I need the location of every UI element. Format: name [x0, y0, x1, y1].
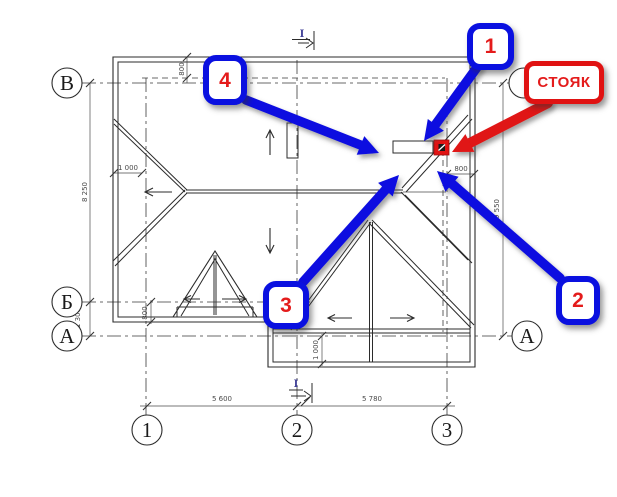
dimension-labels: 8 250 1 300 800 1 000 800 800 9 550 1 00… [74, 62, 501, 403]
slope-arrows [143, 128, 416, 322]
axis-label-3: 3 [442, 418, 453, 442]
callout-box-2: 2 [556, 276, 600, 325]
callout-label-1: 1 [484, 35, 497, 58]
dim-extension-overhang: 1 000 [312, 340, 320, 360]
section-mark-bottom-label: I [294, 379, 299, 390]
callout-2-arrow [437, 171, 565, 283]
axis-labels: В Б А А 1 2 3 [59, 71, 535, 442]
axis-circle-2 [281, 414, 313, 446]
dormer [172, 249, 258, 318]
axis-grid-lines [82, 60, 512, 415]
dim-bottom-left-overhang: 800 [141, 306, 149, 319]
axis-circle-3 [431, 414, 463, 446]
axis-circle-B [51, 286, 83, 318]
dim-right-overhang: 800 [454, 165, 467, 173]
callout-box-4: 4 [203, 55, 247, 105]
dim-span-1-2: 5 600 [212, 395, 232, 403]
axis-circle-A-left [51, 320, 83, 352]
gable-center-line [369, 222, 373, 362]
callout-3-arrow [298, 175, 399, 287]
axis-label-V: В [60, 71, 74, 95]
stoyak-marker [433, 139, 450, 156]
section-mark-bottom: I [289, 379, 313, 407]
dim-span-2-3: 5 780 [362, 395, 382, 403]
dim-left-overhang: 1 000 [118, 164, 138, 172]
chimney-vertical [286, 122, 299, 159]
callout-box-3: 3 [263, 281, 309, 329]
hip-upper-left [113, 118, 188, 193]
callout-label-3: 3 [280, 293, 292, 317]
hip-lower-left [112, 189, 188, 267]
callout-label-4: 4 [219, 68, 231, 92]
dim-right-main: 9 550 [493, 199, 501, 219]
valley-right [400, 191, 473, 264]
section-mark-top: I [292, 29, 315, 50]
stoyak-label: СТОЯК [537, 74, 591, 91]
axis-label-2: 2 [292, 418, 303, 442]
ridge-line [186, 189, 403, 194]
callout-1-arrow [424, 61, 483, 141]
stoyak-arrow [452, 98, 553, 152]
gable-right-slope [368, 219, 475, 329]
dim-left-main: 8 250 [81, 182, 89, 202]
axis-label-B: Б [61, 290, 73, 314]
stoyak-callout-box: СТОЯК [524, 61, 604, 104]
chimney-horizontal [392, 140, 434, 154]
axis-circle-1 [131, 414, 163, 446]
axis-label-1: 1 [142, 418, 153, 442]
annotation-arrows [241, 61, 565, 287]
callout-4-arrow [241, 95, 379, 155]
callout-box-1: 1 [467, 23, 514, 70]
dim-top-overhang: 800 [178, 62, 186, 75]
axis-label-A-left: А [59, 324, 75, 348]
axis-circle-A-right [511, 320, 543, 352]
dim-left-small: 1 300 [74, 308, 82, 328]
axis-circle-V [51, 67, 83, 99]
section-mark-top-label: I [300, 29, 305, 40]
axis-label-A-right: А [519, 324, 535, 348]
callout-label-2: 2 [572, 289, 584, 312]
